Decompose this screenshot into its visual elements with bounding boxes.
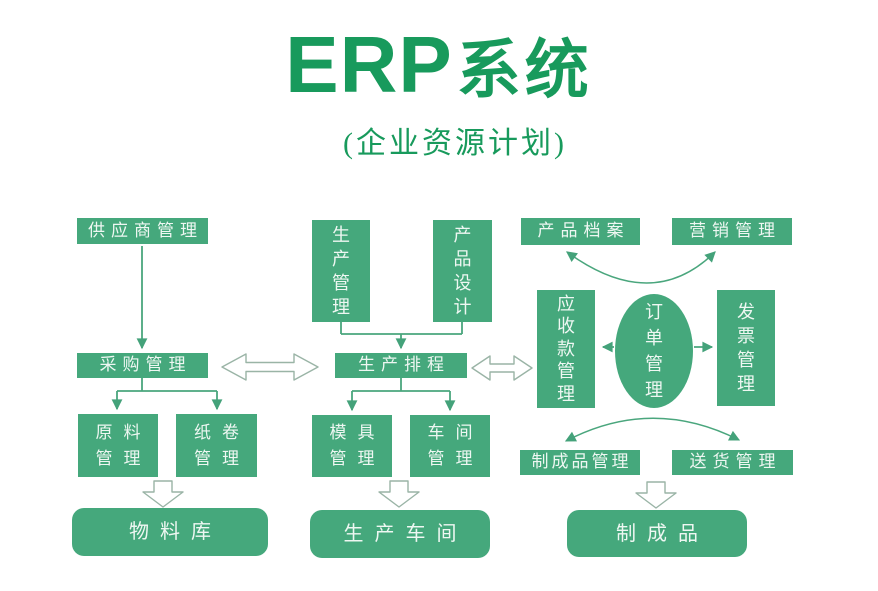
block-arrow-to-finished-goods [635,481,677,509]
node-product-archive: 产品档案 [521,218,640,245]
node-delivery-management: 送货管理 [672,450,793,475]
connector-merge-to-scheduling [340,322,463,335]
page-subtitle: (企业资源计划) [343,127,567,160]
node-supplier-management: 供应商管理 [77,218,208,244]
connector-purchasing-split [117,378,217,392]
label-line: 模具 [329,423,386,442]
node-production-management: 生产管理 [312,220,370,322]
node-receivables-management: 应收款管理 [537,290,595,408]
title-cjk: 系统 [456,35,593,106]
vertical-label: 生产管理 [332,225,350,317]
label-line: 原料 [95,422,152,442]
block-arrow-to-material-warehouse [142,480,184,508]
title-latin: ERP [285,20,453,109]
block-arrow-to-production-workshop [378,480,420,508]
label-line: 管理 [95,448,152,468]
node-paper-roll-management: 纸卷 管理 [176,414,257,477]
label-line: 管理 [329,449,386,468]
node-order-management: 订单管理 [615,294,693,408]
node-production-workshop: 生产车间 [310,510,490,558]
arc-order-to-finished-delivery [564,417,741,442]
node-purchasing-management: 采购管理 [77,353,208,378]
double-arrow-purchasing-scheduling [221,353,319,381]
vertical-label: 发票管理 [737,302,755,394]
node-mold-management: 模具 管理 [312,415,392,477]
vertical-label: 应收款管理 [557,293,575,404]
double-arrow-scheduling-receivables [471,355,533,381]
node-material-warehouse: 物料库 [72,508,268,556]
node-product-design: 产品设计 [433,220,492,322]
label-line: 纸卷 [194,422,250,442]
node-production-scheduling: 生产排程 [335,353,467,378]
arc-order-to-archive-marketing [566,251,716,284]
page-title: ERP系统 [0,22,878,131]
node-marketing-management: 营销管理 [672,218,792,245]
node-raw-material-management: 原料 管理 [78,414,158,477]
node-finished-goods-management: 制成品管理 [520,450,640,475]
node-finished-goods: 制成品 [567,510,747,557]
vertical-label: 订单管理 [645,302,663,400]
vertical-label: 产品设计 [453,225,472,317]
connector-scheduling-split [352,378,450,392]
label-line: 车间 [427,423,484,442]
node-workshop-management: 车间 管理 [410,415,490,477]
node-invoice-management: 发票管理 [717,290,775,406]
label-line: 管理 [194,448,250,468]
label-line: 管理 [427,449,484,468]
